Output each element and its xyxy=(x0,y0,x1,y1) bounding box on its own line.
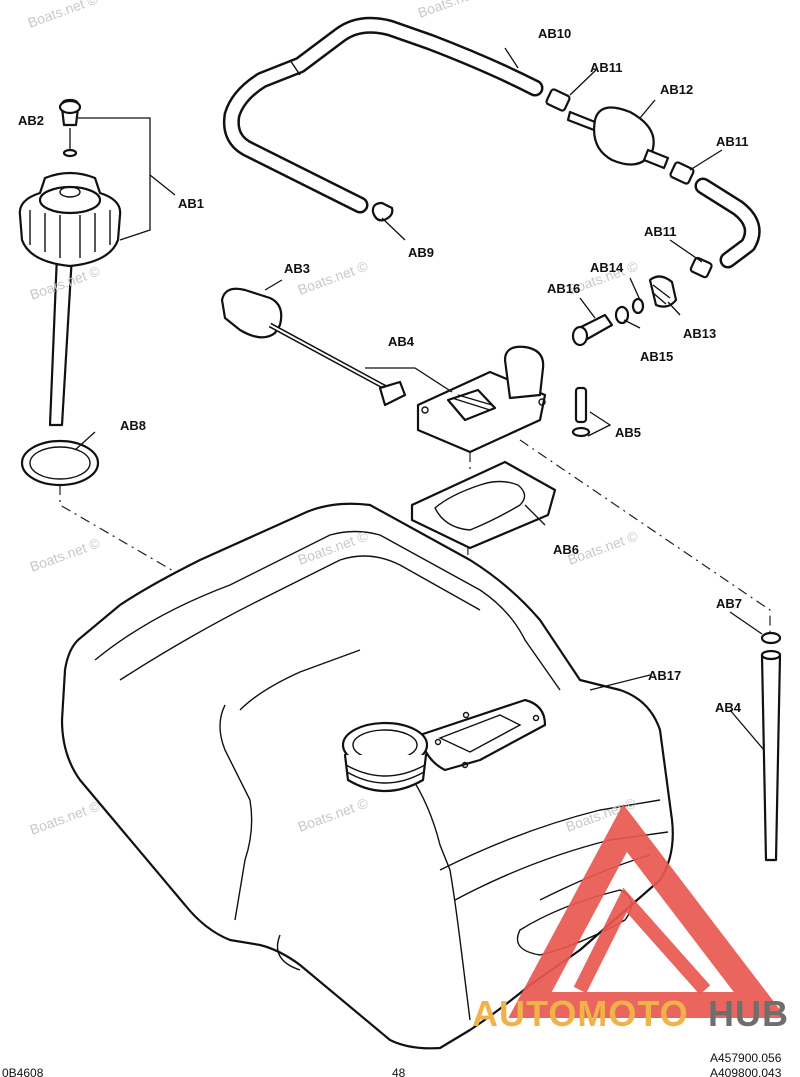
label-ab13: AB13 xyxy=(683,326,716,341)
label-ab2: AB2 xyxy=(18,113,44,128)
footer-left-code: 0B4608 xyxy=(2,1066,44,1077)
label-ab15: AB15 xyxy=(640,349,673,364)
label-ab8: AB8 xyxy=(120,418,146,433)
label-ab10: AB10 xyxy=(538,26,571,41)
filler-cap-ab1 xyxy=(18,171,122,427)
logo-text-automoto: AUTOMOTO xyxy=(472,993,689,1034)
label-ab12: AB12 xyxy=(660,82,693,97)
label-ab9: AB9 xyxy=(408,245,434,260)
logo-text-hub: HUB xyxy=(708,993,789,1034)
logo-triangle xyxy=(508,804,787,1018)
hose-clip-ab9 xyxy=(371,201,394,222)
label-ab1: AB1 xyxy=(178,196,204,211)
part-labels: AB1 AB2 AB3 AB4 AB4 AB5 AB6 AB7 AB8 AB9 … xyxy=(18,26,749,715)
label-ab14: AB14 xyxy=(590,260,624,275)
vent-hose-ab10 xyxy=(222,16,544,214)
fuel-connector-parts xyxy=(571,275,678,347)
label-ab11: AB11 xyxy=(716,134,749,149)
fuel-tank-ab17 xyxy=(60,502,674,1050)
leader-lines xyxy=(69,47,765,751)
watermark-text: Boats.net © xyxy=(28,534,103,574)
label-ab16: AB16 xyxy=(547,281,580,296)
label-ab11: AB11 xyxy=(590,60,623,75)
o-ring-ab8 xyxy=(20,439,100,487)
label-ab4: AB4 xyxy=(388,334,415,349)
watermark-text: Boats.net © xyxy=(28,797,103,837)
page-footer: 0B4608 48 A457900.056 A409800.043 xyxy=(2,1051,782,1077)
label-ab3: AB3 xyxy=(284,261,310,276)
label-ab6: AB6 xyxy=(553,542,579,557)
label-ab17: AB17 xyxy=(648,668,681,683)
sender-plate-ab4 xyxy=(416,345,547,454)
label-ab4: AB4 xyxy=(715,700,742,715)
watermark-text: Boats.net © xyxy=(416,0,491,21)
label-ab7: AB7 xyxy=(716,596,742,611)
footer-right-code-2: A409800.043 xyxy=(710,1066,782,1077)
watermark-text: Boats.net © xyxy=(26,0,101,31)
float-arm-ab3 xyxy=(220,287,407,407)
label-ab11: AB11 xyxy=(644,224,677,239)
primer-bulb-assembly xyxy=(545,88,761,279)
footer-page-number: 48 xyxy=(392,1066,406,1077)
gasket-ab6 xyxy=(410,460,557,550)
automotohub-logo: AUTOMOTO HUB xyxy=(472,804,789,1034)
footer-right-code-1: A457900.056 xyxy=(710,1051,782,1065)
screw-ab5 xyxy=(571,386,591,438)
pickup-tube-ab4 xyxy=(760,631,782,862)
gauge-knob-ab2 xyxy=(58,98,82,158)
label-ab5: AB5 xyxy=(615,425,641,440)
